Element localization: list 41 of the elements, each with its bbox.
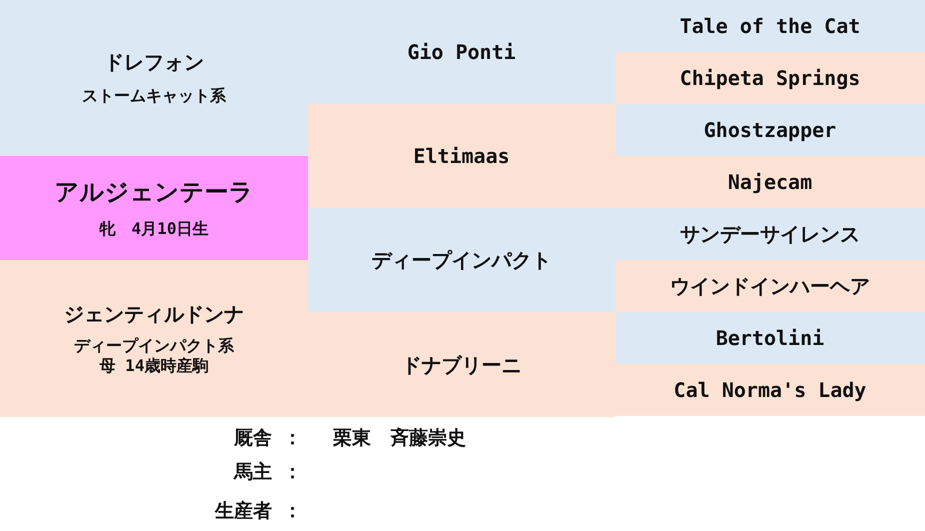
field-label: 厩舎 — [234, 426, 272, 451]
horse-name: Ghostzapper — [704, 118, 836, 142]
field-label: 生産者 — [215, 499, 272, 524]
pedigree-cell — [308, 312, 615, 417]
pedigree-cell — [615, 260, 925, 312]
field-value: 栗東 斉藤崇史 — [333, 426, 466, 451]
horse-name: アルジェンテーラ — [54, 178, 254, 207]
pedigree-cell — [615, 312, 925, 364]
pedigree-cell — [0, 156, 308, 260]
pedigree-cell — [615, 104, 925, 156]
pedigree-cell — [0, 0, 308, 156]
pedigree-cell — [0, 260, 308, 417]
horse-name: ドナブリーニ — [402, 352, 522, 376]
horse-name: Cal Norma's Lady — [674, 378, 866, 402]
horse-name: ディープインパクト — [372, 248, 552, 272]
field-label: 馬主 — [234, 460, 272, 485]
pedigree-cell — [308, 208, 615, 312]
pedigree-cell — [615, 208, 925, 260]
note-text: 母 14歳時産駒 — [100, 356, 208, 375]
horse-name: Eltimaas — [413, 144, 510, 168]
horse-name: ジェンティルドンナ — [64, 302, 244, 326]
pedigree-cell — [615, 52, 925, 104]
separator: ： — [283, 460, 302, 485]
horse-name: ウインドインハーヘア — [670, 274, 870, 298]
horse-name: サンデーサイレンス — [680, 222, 860, 246]
horse-name: ドレフォン — [104, 50, 204, 74]
horse-name: Gio Ponti — [407, 40, 516, 64]
note-text: 牝 4月10日生 — [100, 218, 208, 238]
note-text: ディープインパクト系 — [74, 336, 234, 356]
note-text: ストームキャット系 — [82, 86, 226, 106]
pedigree-cell — [615, 156, 925, 208]
horse-name: Tale of the Cat — [680, 14, 860, 38]
horse-name: Bertolini — [716, 326, 824, 350]
pedigree-cell — [615, 364, 925, 416]
horse-name: Najecam — [728, 170, 812, 194]
horse-name: Chipeta Springs — [680, 66, 860, 90]
separator: ： — [283, 426, 302, 451]
separator: ： — [283, 499, 302, 524]
pedigree-cell — [308, 104, 615, 208]
pedigree-cell — [308, 0, 615, 104]
pedigree-cell — [615, 0, 925, 52]
